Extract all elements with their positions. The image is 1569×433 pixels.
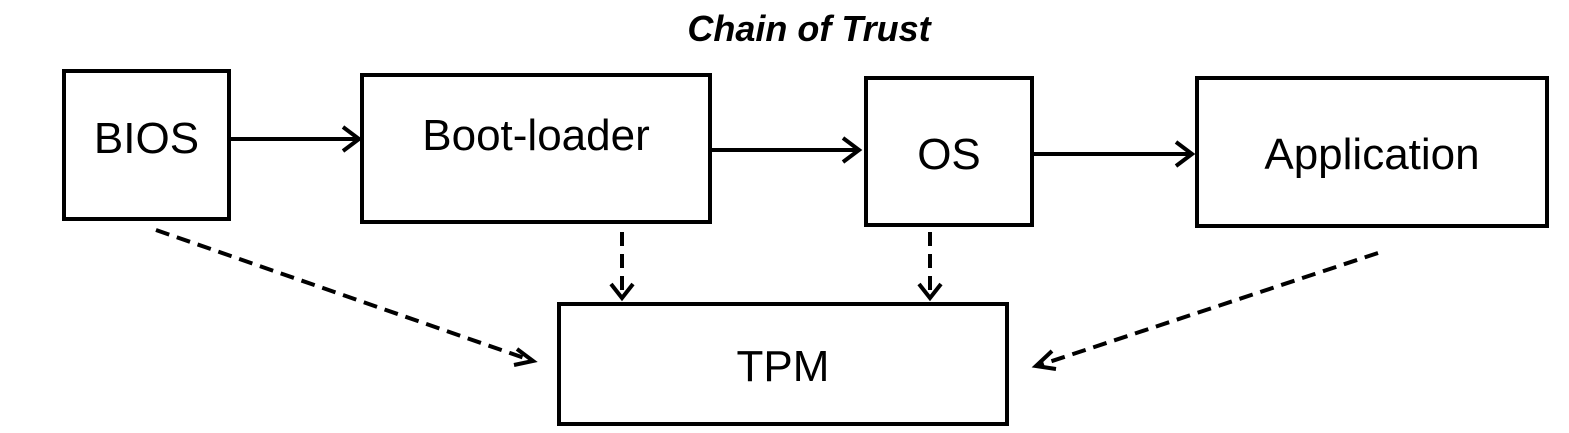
edge-os-to-application	[1034, 140, 1196, 168]
os-node: OS	[864, 76, 1034, 227]
bios-node: BIOS	[62, 69, 231, 221]
bootloader-node: Boot-loader	[360, 73, 712, 224]
arrowhead-application-tpm	[1031, 349, 1057, 371]
edge-application-to-tpm	[1039, 251, 1379, 367]
edge-bootloader-to-os	[712, 136, 863, 164]
bootloader-label: Boot-loader	[422, 110, 650, 160]
tpm-node: TPM	[557, 302, 1009, 426]
arrowhead-bootloader-tpm	[609, 282, 635, 302]
application-label: Application	[1264, 130, 1480, 179]
edge-bios-to-bootloader	[231, 125, 363, 153]
edge-bios-to-tpm	[155, 228, 531, 362]
arrowhead-bios-tpm	[513, 347, 538, 367]
os-label: OS	[917, 129, 981, 179]
tpm-label: TPM	[736, 342, 830, 391]
diagram-title: Chain of Trust	[687, 8, 931, 49]
application-node: Application	[1195, 76, 1549, 228]
bios-label: BIOS	[93, 114, 200, 163]
arrowhead-os-tpm	[917, 282, 943, 302]
